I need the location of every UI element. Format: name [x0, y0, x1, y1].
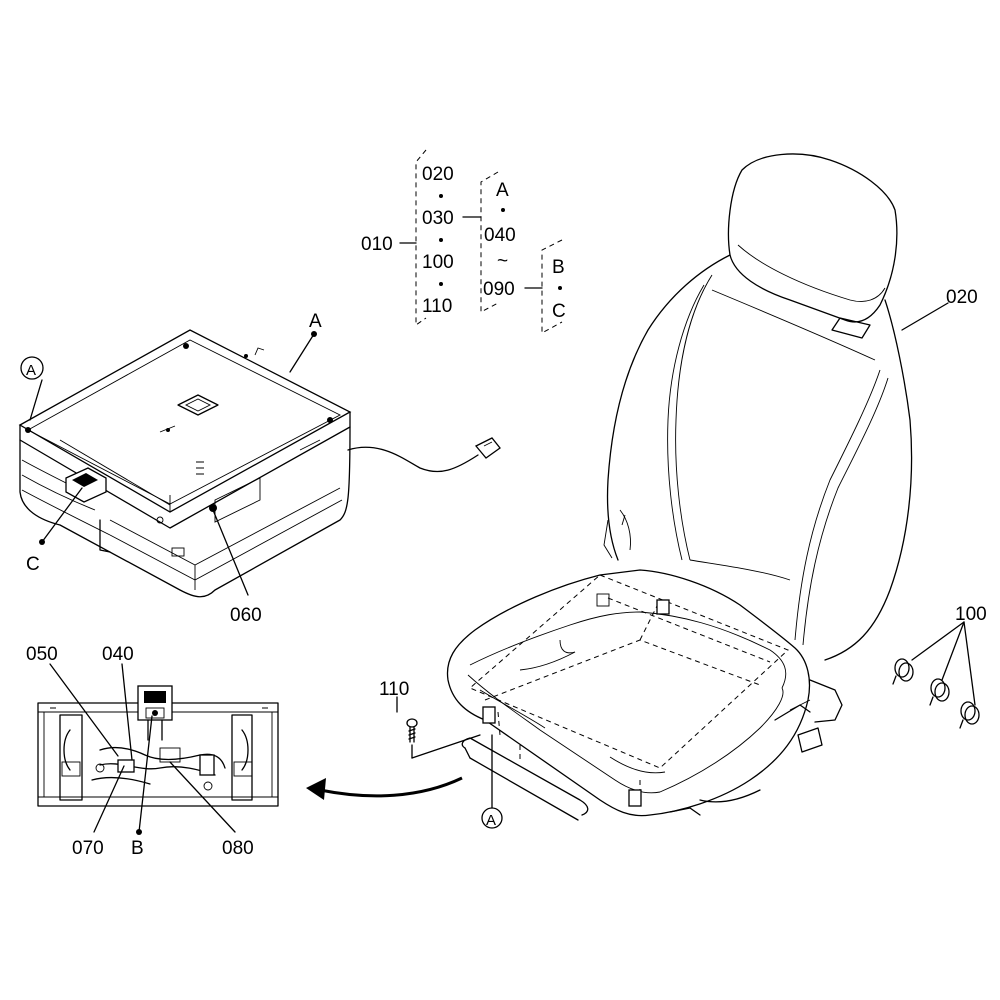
ref-c-tree: C [552, 301, 566, 322]
seat-bracket-rear [656, 599, 670, 615]
ref-a-box: A [309, 311, 322, 332]
callout-100-tree: 100 [422, 252, 454, 273]
callout-040-tree: 040 [484, 225, 516, 246]
callout-060: 060 [230, 605, 262, 626]
callout-040: 040 [102, 644, 134, 665]
callout-070: 070 [72, 838, 104, 859]
callout-090: 090 [483, 279, 515, 300]
callout-010: 010 [361, 234, 393, 255]
callout-110: 110 [379, 679, 409, 700]
suspension-unit: A A C 060 [18, 311, 501, 626]
ref-b: B [131, 838, 144, 859]
ref-a-circle: A [26, 362, 36, 379]
part-hierarchy-tree: 010 020 030 100 110 A 040 ~ 090 B C [361, 149, 566, 334]
ref-a-marker-box [20, 356, 44, 380]
callout-050: 050 [26, 644, 58, 665]
underside-detail: 050 040 070 B 080 [26, 644, 279, 859]
callout-020: 020 [946, 287, 978, 308]
callout-100: 100 [955, 604, 987, 625]
callout-110-tree: 110 [422, 296, 452, 317]
ref-a-marker-seat [481, 807, 503, 829]
ref-c: C [26, 554, 40, 575]
ref-a-tree: A [496, 180, 509, 201]
seat-bracket-front [628, 789, 642, 807]
spring-1 [892, 658, 914, 685]
callout-030: 030 [422, 208, 454, 229]
view-direction-arrow [306, 776, 463, 800]
seat-assembly: 020 A [446, 153, 978, 829]
callout-080: 080 [222, 838, 254, 859]
seat-bracket-left [482, 706, 496, 724]
spring-2 [929, 678, 950, 706]
ref-b-tree: B [552, 257, 565, 278]
screw-110: 110 [379, 679, 481, 759]
springs-100: 100 [892, 604, 987, 729]
ref-a-seat: A [486, 812, 496, 829]
tilde-range: ~ [497, 251, 508, 272]
callout-020-tree: 020 [422, 164, 454, 185]
part-060-dot [209, 504, 217, 512]
spring-3 [959, 701, 980, 729]
